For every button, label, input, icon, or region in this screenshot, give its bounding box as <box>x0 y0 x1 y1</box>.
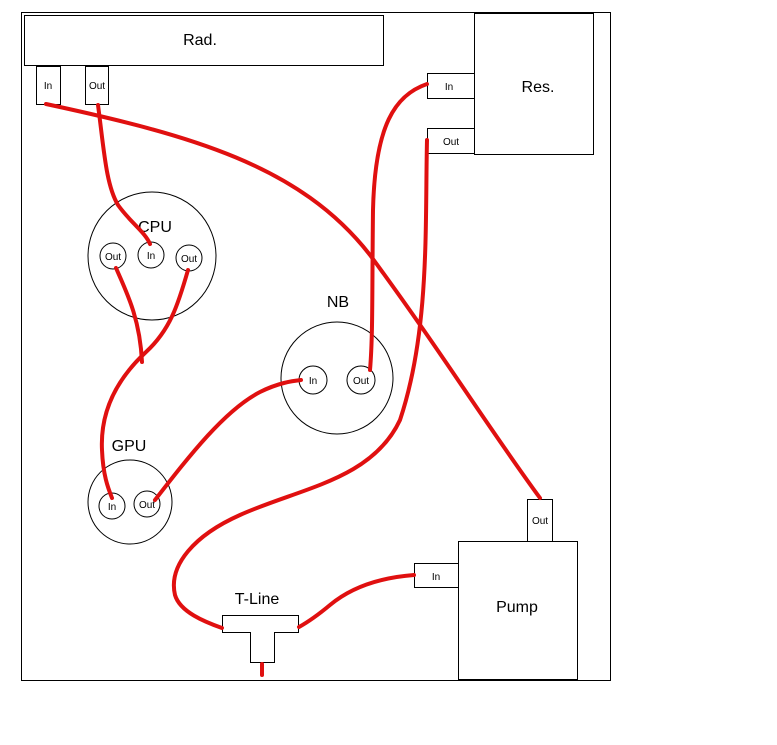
cpu-out-right-port: Out <box>175 244 203 272</box>
cpu-out-left-label: Out <box>105 252 121 263</box>
tube-pump-in-to-tline <box>297 573 416 629</box>
pump-label: Pump <box>496 599 538 616</box>
gpu-in-port: In <box>98 492 126 520</box>
nb-out-port: Out <box>346 365 376 395</box>
tube-rad-in-to-pump-out <box>44 102 542 500</box>
gpu-block: GPU <box>87 438 173 545</box>
reservoir: Res. <box>474 13 594 155</box>
cpu-out-left-port: Out <box>99 242 127 270</box>
rad-in-port: In <box>36 66 61 105</box>
case-outline <box>21 12 611 681</box>
nb-out-label: Out <box>353 376 369 387</box>
tube-cpu-out-right-to-gpu-in <box>99 268 190 500</box>
tube-gpu-out-to-nb-in <box>153 378 303 502</box>
rad-in-label: In <box>44 81 52 92</box>
tube-res-out-to-tline <box>171 138 429 630</box>
t-line-fitting: T-Line <box>222 591 299 663</box>
nb-in-label: In <box>309 376 317 387</box>
gpu-out-label: Out <box>139 500 155 511</box>
pump-out-port: Out <box>527 499 553 542</box>
nb-in-port: In <box>298 365 328 395</box>
cpu-in-port: In <box>137 241 165 269</box>
gpu-in-label: In <box>108 502 116 513</box>
pump-in-label: In <box>432 572 440 583</box>
cpu-in-label: In <box>147 251 155 262</box>
pump-in-port: In <box>414 563 459 588</box>
cpu-out-right-label: Out <box>181 254 197 265</box>
tube-cpu-out-left-to-junction <box>114 266 144 364</box>
gpu-label: GPU <box>112 438 147 455</box>
cpu-label: CPU <box>138 219 172 236</box>
res-out-port: Out <box>427 128 475 154</box>
radiator: Rad. <box>24 15 384 66</box>
pump: Pump <box>458 541 578 680</box>
res-in-port: In <box>427 73 475 99</box>
tube-rad-out-to-cpu-in <box>96 103 152 246</box>
rad-out-label: Out <box>89 81 105 92</box>
pump-out-label: Out <box>532 516 548 527</box>
nb-block: NB <box>280 294 394 435</box>
tube-res-in-to-nb-out <box>368 82 429 372</box>
rad-out-port: Out <box>85 66 109 105</box>
reservoir-label: Res. <box>522 79 555 96</box>
t-line-label: T-Line <box>235 591 280 608</box>
gpu-out-port: Out <box>133 490 161 518</box>
res-in-label: In <box>445 82 453 93</box>
nb-label: NB <box>327 294 349 311</box>
radiator-label: Rad. <box>183 32 217 49</box>
res-out-label: Out <box>443 137 459 148</box>
